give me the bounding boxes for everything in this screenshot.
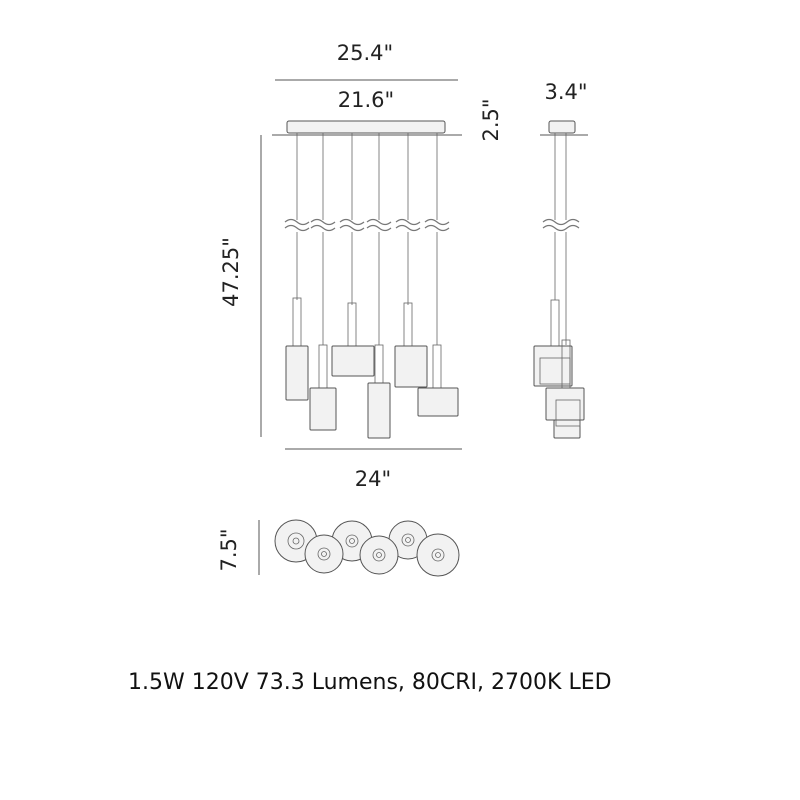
overall-width-label: 25.4": [337, 41, 393, 65]
top-view: [258, 519, 460, 577]
side-view: [533, 120, 588, 439]
footprint-depth-label: 7.5": [217, 528, 241, 571]
canopy-width-label: 21.6": [338, 88, 394, 112]
pendant-spread-label: 24": [355, 467, 391, 491]
cord-break-marks: [284, 218, 450, 232]
canopy-height-label: 2.5": [479, 98, 503, 141]
canopy-depth-label: 3.4": [544, 80, 587, 104]
canopy: [286, 120, 446, 134]
lamp-spec-text: 1.5W 120V 73.3 Lumens, 80CRI, 2700K LED: [128, 670, 612, 695]
side-canopy: [548, 120, 576, 134]
pendant-shades: [285, 297, 459, 439]
front-view: [260, 79, 462, 450]
pendant-cords: [296, 133, 438, 345]
overall-height-label: 47.25": [219, 237, 243, 307]
top-view-shades: [274, 519, 460, 577]
